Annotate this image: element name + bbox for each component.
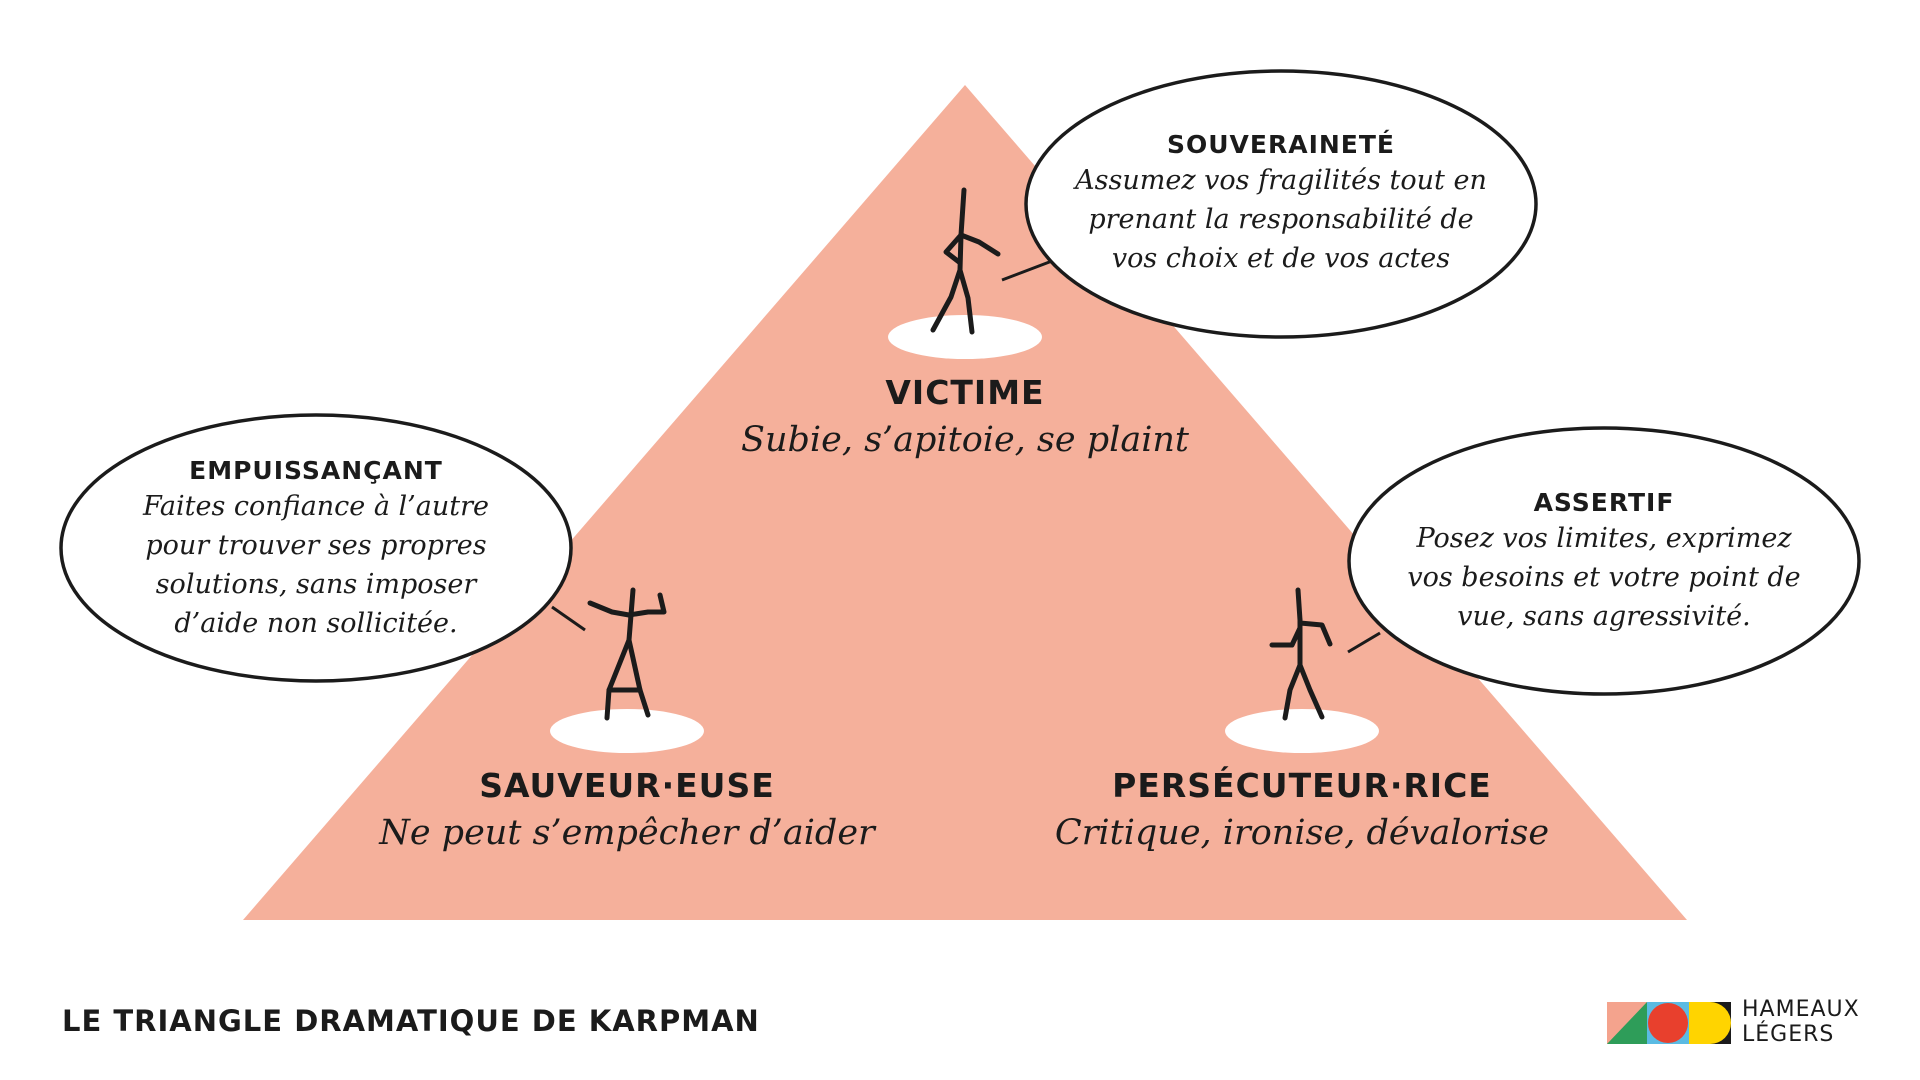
bubble-line: vos besoins et votre point de — [1407, 562, 1801, 593]
bubble-empuissancant-text: Faites confiance à l’autre pour trouver … — [96, 487, 536, 643]
bubble-line: vue, sans agressivité. — [1457, 601, 1751, 632]
page-title: LE TRIANGLE DRAMATIQUE DE KARPMAN — [62, 1004, 760, 1038]
brand-name-line: LÉGERS — [1742, 1022, 1835, 1047]
platform-sauveur — [550, 709, 704, 753]
bubble-shape-empuissancant — [59, 413, 586, 683]
bubble-line: Faites confiance à l’autre — [143, 491, 489, 522]
role-sauveur-description: Ne peut s’empêcher d’aider — [379, 813, 875, 853]
bubble-line: vos choix et de vos actes — [1111, 243, 1451, 274]
bubble-souverainete-title: SOUVERAINETÉ — [1166, 130, 1395, 159]
brand-name-line: HAMEAUX — [1742, 997, 1860, 1022]
bubble-empuissancant: EMPUISSANÇANT Faites confiance à l’autre… — [96, 456, 536, 643]
bubble-line: d’aide non sollicitée. — [174, 608, 458, 639]
role-victime: VICTIME Subie, s’apitoie, se plaint — [665, 373, 1265, 460]
bubble-line: Assumez vos fragilités tout en — [1075, 165, 1487, 196]
bubble-assertif: ASSERTIF Posez vos limites, exprimez vos… — [1384, 488, 1824, 636]
role-persecuteur-description: Critique, ironise, dévalorise — [1054, 813, 1550, 853]
role-persecuteur-name: PERSÉCUTEUR·RICE — [1112, 766, 1492, 805]
bubble-empuissancant-title: EMPUISSANÇANT — [189, 456, 443, 485]
bubble-assertif-text: Posez vos limites, exprimez vos besoins … — [1384, 519, 1824, 636]
brand-name: HAMEAUX LÉGERS — [1742, 997, 1860, 1047]
role-sauveur-name: SAUVEUR·EUSE — [479, 766, 775, 805]
role-victime-name: VICTIME — [885, 373, 1045, 412]
bubble-line: Posez vos limites, exprimez — [1416, 523, 1792, 554]
stick-figure-icon — [1269, 587, 1333, 721]
bubble-souverainete-text: Assumez vos fragilités tout en prenant l… — [1061, 161, 1501, 278]
platform-persecuteur — [1225, 709, 1379, 753]
role-persecuteur: PERSÉCUTEUR·RICE Critique, ironise, déva… — [1002, 766, 1602, 853]
bubble-shape-assertif — [1347, 426, 1861, 696]
bubble-line: solutions, sans imposer — [155, 569, 477, 600]
bubble-assertif-title: ASSERTIF — [1533, 488, 1675, 517]
role-sauveur: SAUVEUR·EUSE Ne peut s’empêcher d’aider — [327, 766, 927, 853]
stick-figure-icon — [930, 187, 1001, 335]
platform-victime — [888, 315, 1042, 359]
bubble-souverainete: SOUVERAINETÉ Assumez vos fragilités tout… — [1061, 130, 1501, 278]
bubble-line: pour trouver ses propres — [145, 530, 487, 561]
stick-figure-icon — [587, 587, 667, 721]
role-victime-description: Subie, s’apitoie, se plaint — [741, 420, 1189, 460]
bubble-line: prenant la responsabilité de — [1088, 204, 1474, 235]
bubble-shape-souverainete — [1001, 69, 1538, 339]
brand-logo-icon — [1607, 1002, 1731, 1044]
